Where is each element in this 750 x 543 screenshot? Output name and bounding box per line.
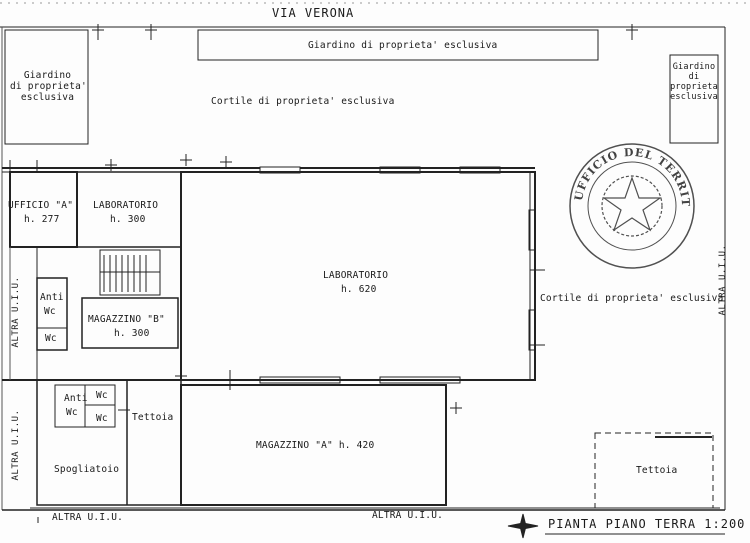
wc-label-2: Wc [45,333,57,344]
garden-right-line-3: proprieta [670,82,718,92]
garden-left-line-2: di proprieta' [10,81,87,92]
wc-label-3: Wc [96,390,108,401]
street-name: VIA VERONA [272,6,355,20]
tettoia-right-outline [594,432,714,509]
magazzino-b-walls [81,297,179,349]
garden-right-outline [669,54,719,144]
north-arrow [507,513,539,539]
anti-label-1: Anti [40,292,64,303]
anti-label-2: Anti [64,393,88,404]
lab-small-name: LABORATORIO [93,200,159,211]
plan-title: PIANTA PIANO TERRA 1:200 [548,517,746,531]
tettoia-right-label: Tettoia [636,465,678,476]
lab-big-height: h. 620 [341,284,377,295]
lower-left-block [36,379,182,506]
garden-center-outline [197,29,599,61]
neighbor-bottom-1: ALTRA U.I.U. [52,512,124,523]
garden-right-line-4: esclusiva [670,92,718,102]
courtyard-right-label: Cortile di proprieta' esclusiva [540,293,724,304]
spogliatoio-label: Spogliatoio [54,464,120,475]
magazzino-b-name: MAGAZZINO "B" [88,314,165,325]
neighbor-right: ALTRA U.I.U. [718,244,728,316]
magazzino-a-label: MAGAZZINO "A" h. 420 [256,440,375,451]
ufficio-height: h. 277 [24,214,60,225]
lab-small-height: h. 300 [110,214,146,225]
garden-right-line-2: di [688,72,700,82]
ufficio-name: UFFICIO "A" [8,200,74,211]
garden-right-line-1: Giardino [672,62,716,72]
wc-label-1: Wc [44,306,56,317]
wc-label-5: Wc [96,413,108,424]
garden-left-outline [4,29,89,145]
garden-left-line-1: Giardino [23,70,72,81]
garden-left-line-3: esclusiva [20,92,75,103]
courtyard-top-label: Cortile di proprieta' esclusiva [211,96,395,107]
magazzino-b-height: h. 300 [114,328,150,339]
neighbor-left-upper: ALTRA U.I.U. [11,276,21,348]
wc-label-4: Wc [66,407,78,418]
lab-big-name: LABORATORIO [323,270,389,281]
garden-left-label: Giardino di proprieta' esclusiva [10,70,87,103]
garden-right-label: Giardino di proprieta esclusiva [668,62,720,102]
neighbor-left-lower: ALTRA U.I.U. [11,409,21,481]
tettoia-left-label: Tettoia [132,412,174,423]
neighbor-bottom-2: ALTRA U.I.U. [372,510,444,521]
garden-center-label: Giardino di proprieta' esclusiva [308,40,498,51]
